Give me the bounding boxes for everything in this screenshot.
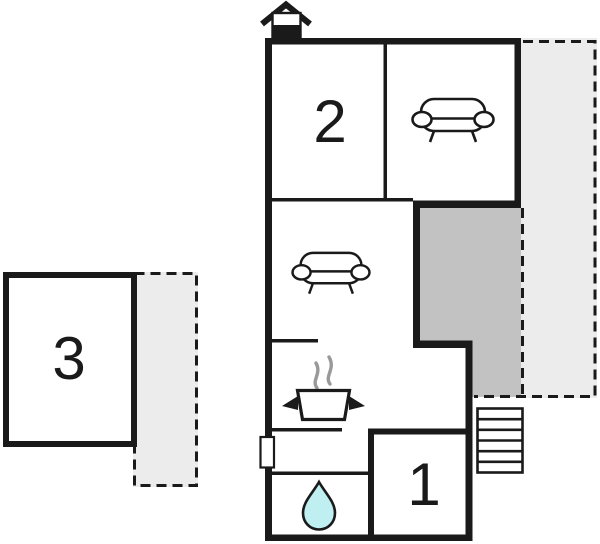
balcony-area <box>420 208 521 397</box>
terrace-dashed-boundary <box>474 40 597 398</box>
entrance-icon <box>260 0 312 39</box>
interior-walls <box>272 44 466 535</box>
door-icon <box>259 435 276 469</box>
steam-icon <box>326 355 333 386</box>
room-2-label: 2 <box>313 88 347 155</box>
stair-treads <box>477 417 523 464</box>
terrace-left <box>133 272 198 487</box>
stairs-icon <box>476 407 524 474</box>
room-3-label: 3 <box>52 325 86 392</box>
sofa-icon <box>291 251 371 295</box>
room-3-outline <box>3 272 137 447</box>
terrace-right <box>521 38 597 398</box>
water-drop-icon <box>301 479 337 531</box>
stove-pot-icon <box>282 355 365 422</box>
steam-icon <box>313 361 320 390</box>
building-exterior-walls <box>265 38 521 541</box>
room-1-label: 1 <box>407 451 441 518</box>
sofa-icon <box>411 97 495 144</box>
